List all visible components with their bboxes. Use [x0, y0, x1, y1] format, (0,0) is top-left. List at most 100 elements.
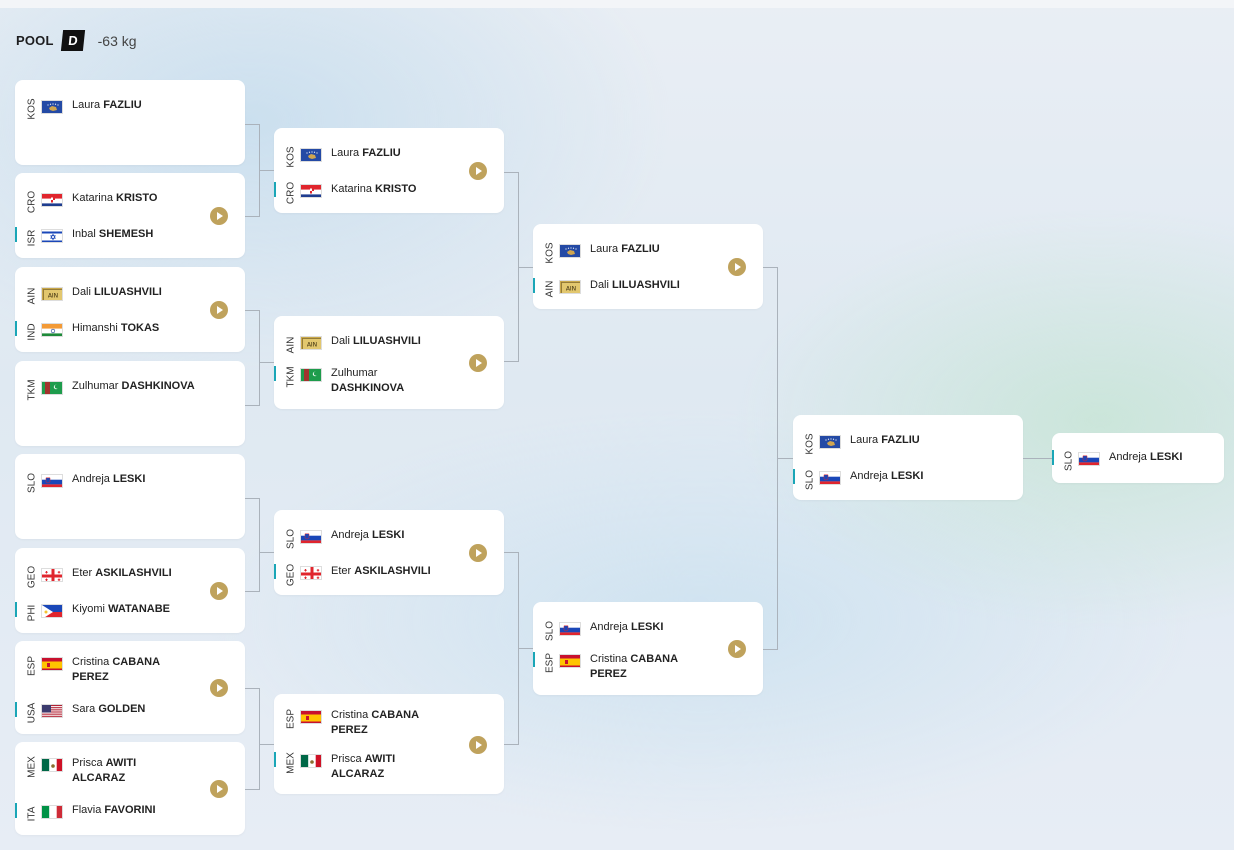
flag-slo-icon — [819, 471, 841, 485]
competitor-slot[interactable]: SLO Andreja LESKI — [1052, 450, 1224, 471]
competitor-slot[interactable]: ITA Flavia FAVORINI — [15, 803, 245, 821]
competitor-name: Prisca AWITI ALCARAZ — [331, 752, 426, 782]
country-code: SLO — [1063, 450, 1075, 472]
competitor-slot[interactable]: IND Himanshi TOKAS — [15, 321, 245, 341]
competitor-name: Katarina KRISTO — [331, 182, 481, 197]
country-code: SLO — [285, 528, 297, 550]
country-code: TKM — [285, 366, 297, 388]
competitor-slot[interactable]: TKM Zulhumar DASHKINOVA — [15, 379, 245, 400]
last-name: LESKI — [630, 621, 664, 633]
competitor-name: Prisca AWITI ALCARAZ — [72, 756, 167, 786]
last-name: DASHKINOVA — [121, 380, 195, 392]
competitor-slot[interactable]: CRO Katarina KRISTO — [15, 191, 245, 213]
first-name: Laura — [590, 243, 619, 255]
competitor-slot[interactable]: ESP Cristina CABANA PEREZ — [15, 655, 245, 687]
pool-label: POOL — [16, 33, 54, 48]
country-code: GEO — [26, 565, 38, 589]
first-name: Cristina — [331, 709, 369, 721]
competitor-slot[interactable]: GEO Eter ASKILASHVILI — [15, 566, 245, 588]
first-name: Kiyomi — [72, 603, 106, 615]
first-name: Prisca — [72, 757, 103, 769]
competitor-slot[interactable]: KOS Laura FAZLIU — [793, 433, 1023, 454]
competitor-slot[interactable]: USA Sara GOLDEN — [15, 702, 245, 723]
competitor-slot[interactable]: SLO Andreja LESKI — [274, 528, 504, 549]
bracket-connector — [504, 172, 519, 362]
competitor-slot[interactable]: PHI Kiyomi WATANABE — [15, 602, 245, 621]
competitor-slot[interactable]: AIN AIN Dali LILUASHVILI — [15, 285, 245, 304]
match-card[interactable]: AIN AIN Dali LILUASHVILI IND Himanshi TO… — [15, 267, 245, 352]
competitor-slot[interactable]: SLO Andreja LESKI — [533, 620, 763, 641]
competitor-slot[interactable]: AIN AIN Dali LILUASHVILI — [533, 278, 763, 297]
flag-geo-icon — [300, 566, 322, 580]
competitor-slot[interactable]: ESP Cristina CABANA PEREZ — [533, 652, 763, 684]
last-name: DASHKINOVA — [331, 382, 405, 394]
match-card[interactable]: KOS Laura FAZLIU SLO Andreja LESKI — [793, 415, 1023, 500]
play-video-icon[interactable] — [469, 736, 487, 754]
match-card[interactable]: TKM Zulhumar DASHKINOVA — [15, 361, 245, 446]
country-code: PHI — [26, 604, 38, 622]
match-card[interactable]: MEX Prisca AWITI ALCARAZ ITA Flavia FAVO… — [15, 742, 245, 835]
competitor-slot[interactable]: KOS Laura FAZLIU — [533, 242, 763, 263]
match-card[interactable]: AIN AIN Dali LILUASHVILI TKM Zulhumar DA… — [274, 316, 504, 409]
competitor-slot[interactable]: ISR Inbal SHEMESH — [15, 227, 245, 246]
match-card[interactable]: KOS Laura FAZLIU AIN AIN Dali LILUASHVIL… — [533, 224, 763, 309]
match-card[interactable]: KOS Laura FAZLIU — [15, 80, 245, 165]
match-card[interactable]: GEO Eter ASKILASHVILI PHI Kiyomi WATANAB… — [15, 548, 245, 633]
weight-category: -63 kg — [97, 32, 137, 49]
competitor-slot[interactable]: ESP Cristina CABANA PEREZ — [274, 708, 504, 740]
country-code: KOS — [544, 242, 556, 264]
match-card[interactable]: SLO Andreja LESKI GEO Eter ASKILASHVILI — [274, 510, 504, 595]
country-code: KOS — [804, 433, 816, 455]
winner-card[interactable]: SLO Andreja LESKI — [1052, 433, 1224, 483]
first-name: Andreja — [72, 473, 110, 485]
bracket-connector — [1023, 458, 1052, 459]
country-code: CRO — [26, 190, 38, 214]
match-card[interactable]: CRO Katarina KRISTO ISR Inbal SHEMESH — [15, 173, 245, 258]
flag-isr-icon — [41, 229, 63, 243]
competitor-slot[interactable]: MEX Prisca AWITI ALCARAZ — [15, 756, 245, 788]
competitor-name: Andreja LESKI — [850, 469, 1000, 484]
flag-ain-icon: AIN — [300, 336, 322, 350]
last-name: FAZLIU — [362, 147, 401, 159]
flag-esp-icon — [41, 657, 63, 671]
match-card[interactable]: SLO Andreja LESKI ESP Cristina CABANA PE… — [533, 602, 763, 695]
first-name: Cristina — [590, 653, 628, 665]
bracket-connector — [259, 552, 274, 553]
play-video-icon[interactable] — [469, 544, 487, 562]
competitor-slot[interactable]: MEX Prisca AWITI ALCARAZ — [274, 752, 504, 784]
play-video-icon[interactable] — [210, 780, 228, 798]
play-video-icon[interactable] — [210, 679, 228, 697]
competitor-slot[interactable]: CRO Katarina KRISTO — [274, 182, 504, 204]
country-code: SLO — [544, 620, 556, 642]
first-name: Andreja — [1109, 451, 1147, 463]
competitor-slot[interactable]: KOS Laura FAZLIU — [15, 98, 245, 119]
competitor-slot[interactable]: TKM Zulhumar DASHKINOVA — [274, 366, 504, 398]
match-card[interactable]: SLO Andreja LESKI — [15, 454, 245, 539]
competitor-slot[interactable]: AIN AIN Dali LILUASHVILI — [274, 334, 504, 353]
play-video-icon[interactable] — [469, 354, 487, 372]
competitor-slot[interactable]: SLO Andreja LESKI — [15, 472, 245, 493]
first-name: Laura — [850, 434, 879, 446]
flag-slo-icon — [300, 530, 322, 544]
first-name: Dali — [590, 279, 609, 291]
play-video-icon[interactable] — [210, 207, 228, 225]
country-code: AIN — [26, 287, 38, 305]
play-video-icon[interactable] — [210, 301, 228, 319]
competitor-slot[interactable]: KOS Laura FAZLIU — [274, 146, 504, 167]
match-card[interactable]: KOS Laura FAZLIU CRO Katarina KRISTO — [274, 128, 504, 213]
match-card[interactable]: ESP Cristina CABANA PEREZ MEX Prisca AWI… — [274, 694, 504, 794]
play-video-icon[interactable] — [728, 258, 746, 276]
last-name: AWITI ALCARAZ — [72, 757, 137, 784]
country-code: KOS — [285, 146, 297, 168]
play-video-icon[interactable] — [210, 582, 228, 600]
match-card[interactable]: ESP Cristina CABANA PEREZ USA Sara GOLDE… — [15, 641, 245, 734]
first-name: Andreja — [850, 470, 888, 482]
play-video-icon[interactable] — [469, 162, 487, 180]
competitor-slot[interactable]: GEO Eter ASKILASHVILI — [274, 564, 504, 586]
play-video-icon[interactable] — [728, 640, 746, 658]
first-name: Sara — [72, 703, 96, 715]
country-code: IND — [26, 323, 38, 341]
country-code: SLO — [804, 469, 816, 491]
competitor-name: Flavia FAVORINI — [72, 803, 222, 818]
competitor-slot[interactable]: SLO Andreja LESKI — [793, 469, 1023, 490]
